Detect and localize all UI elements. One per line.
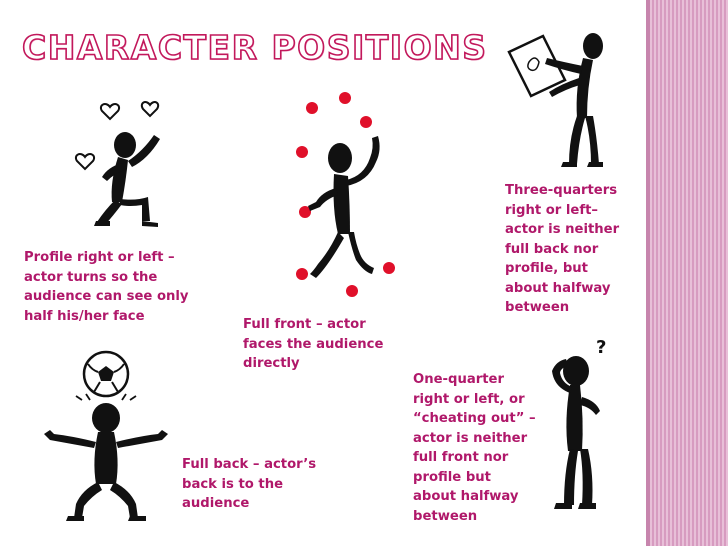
heart-icon: [140, 101, 160, 118]
red-ball: [346, 285, 358, 297]
caption-one-quarter: One-quarter right or left, or “cheating …: [413, 372, 536, 524]
caption-three-quarters: Three-quarters right or left– actor is n…: [505, 183, 620, 315]
red-ball: [296, 268, 308, 280]
heart-icon: [75, 153, 95, 171]
one-quarter-figure: ?: [530, 335, 630, 520]
red-ball: [306, 102, 318, 114]
caption-full-front: Full front – actor faces the audience di…: [243, 317, 384, 371]
three-quarters-figure: [503, 22, 613, 172]
full-front-figure: [290, 88, 400, 298]
red-ball: [299, 206, 311, 218]
heart-icon: [100, 103, 120, 121]
slide-title: CHARACTER POSITIONS: [21, 27, 488, 68]
caption-full-back: Full back – actor’s back is to the audie…: [182, 457, 317, 511]
profile-figure: [70, 95, 180, 235]
sign-icon: [507, 34, 567, 98]
red-ball: [383, 262, 395, 274]
caption-profile: Profile right or left – actor turns so t…: [24, 250, 189, 324]
red-ball: [360, 116, 372, 128]
decorative-side-strip: [646, 0, 728, 546]
red-ball: [339, 92, 351, 104]
full-back-figure: [38, 350, 198, 530]
soccer-ball-icon: [82, 350, 130, 398]
question-mark-icon: ?: [596, 337, 606, 358]
red-ball: [296, 146, 308, 158]
